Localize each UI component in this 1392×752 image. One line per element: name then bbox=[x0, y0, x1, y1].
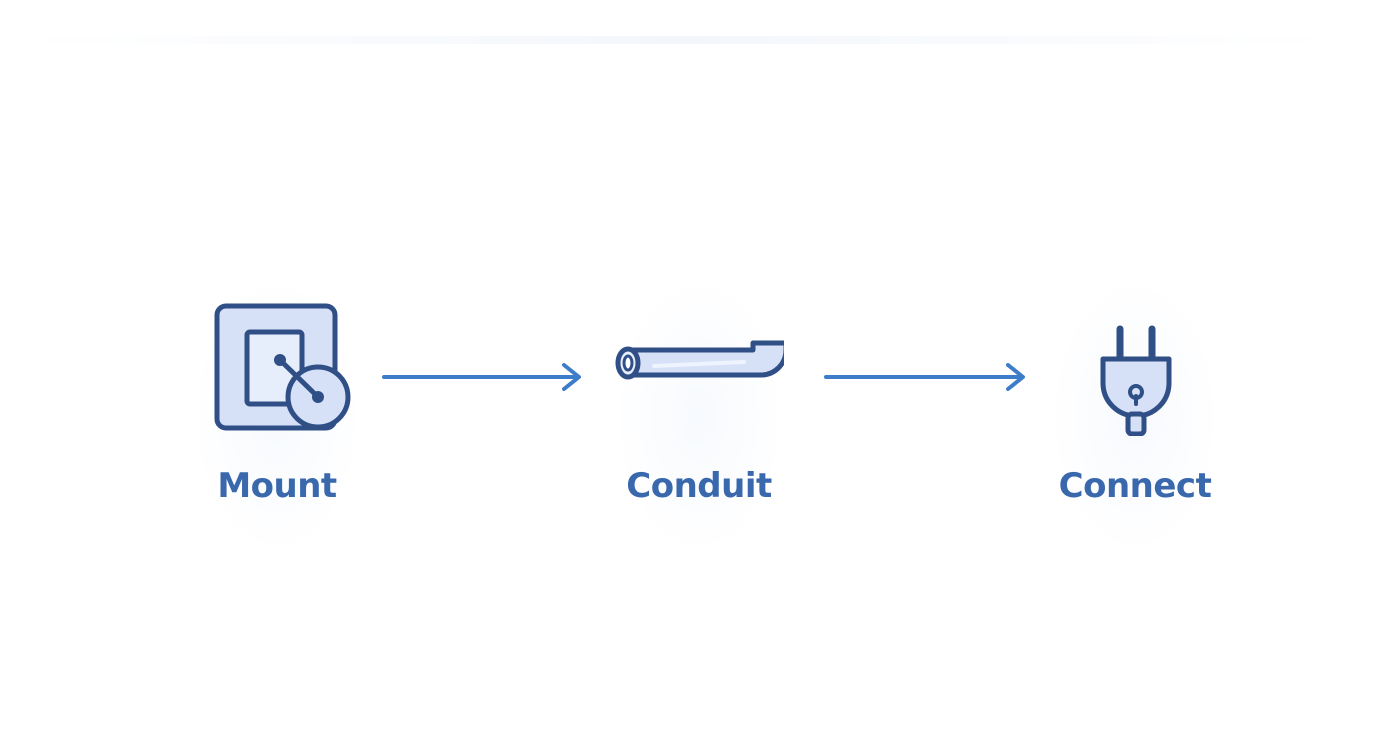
top-divider bbox=[20, 36, 1340, 44]
step-mount: Mount bbox=[192, 276, 362, 556]
step-connect: Connect bbox=[1050, 276, 1220, 556]
conduit-pipe-icon bbox=[615, 340, 784, 380]
arrow-right-icon bbox=[824, 363, 1025, 391]
step-conduit: Conduit bbox=[614, 276, 784, 556]
step-label-conduit: Conduit bbox=[626, 466, 772, 506]
wall-box-mount-icon bbox=[214, 303, 351, 431]
step-label-mount: Mount bbox=[217, 466, 337, 506]
step-label-connect: Connect bbox=[1058, 466, 1212, 506]
arrow-right-icon bbox=[382, 363, 581, 391]
power-plug-icon bbox=[1100, 325, 1172, 436]
